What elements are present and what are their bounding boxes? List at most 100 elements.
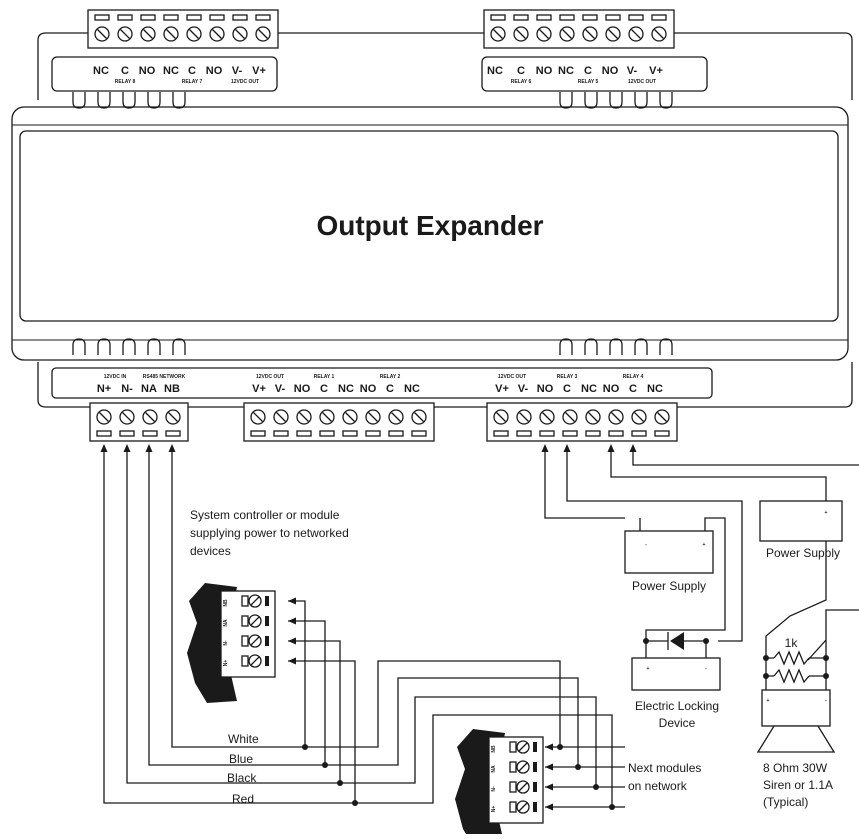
module-tab <box>242 656 248 666</box>
resistor-symbol <box>774 652 809 664</box>
terminal-tab <box>366 431 380 436</box>
device-title: Output Expander <box>316 210 543 241</box>
terminal-label: V- <box>627 65 638 77</box>
module-tab <box>510 742 516 752</box>
terminal-label: V- <box>232 65 243 77</box>
module-tab <box>242 636 248 646</box>
siren-body <box>762 690 830 726</box>
terminal-group-label: 12VDC OUT <box>231 79 259 85</box>
terminal-tab <box>629 15 643 20</box>
terminal-tab <box>491 15 505 20</box>
resistor-label: 1k <box>785 636 799 650</box>
terminal-tab <box>251 431 265 436</box>
arrowhead <box>124 444 131 452</box>
terminal-label: NC <box>647 383 663 395</box>
vent-slot <box>98 92 110 108</box>
electric-locking-device <box>632 658 720 690</box>
controller-label-line: System controller or module <box>190 508 340 522</box>
terminal-tab <box>517 431 531 436</box>
terminal-group-label: 12VDC OUT <box>628 79 656 85</box>
vent-slot <box>585 92 597 108</box>
terminal-label: NO <box>602 65 619 77</box>
terminal-label: NO <box>294 383 311 395</box>
module-tab <box>242 596 248 606</box>
terminal-label: V+ <box>252 383 266 395</box>
controller-feed-wire <box>288 601 305 747</box>
terminal-group-label: RELAY 6 <box>511 79 532 85</box>
terminal-tab <box>118 15 132 20</box>
terminal-tab <box>606 15 620 20</box>
module-terminal-label: N- <box>223 640 229 646</box>
terminal-group-label: RELAY 3 <box>557 374 578 380</box>
siren-minus-lead <box>766 541 826 690</box>
terminal-tab <box>95 15 109 20</box>
terminal-group-label: RS485 NETWORK <box>143 374 186 380</box>
terminal-label: C <box>563 383 571 395</box>
terminal-tab <box>97 431 111 436</box>
terminal-tab <box>514 15 528 20</box>
terminal-label: V+ <box>495 383 509 395</box>
terminal-label: NO <box>206 65 223 77</box>
module-tab <box>510 782 516 792</box>
vent-slot <box>560 92 572 108</box>
wire-label-black: Black <box>227 771 257 785</box>
terminal-label: V- <box>275 383 286 395</box>
terminal-label: NC <box>487 65 503 77</box>
module-clamp <box>533 762 537 772</box>
arrowhead <box>564 444 571 452</box>
terminal-label: C <box>320 383 328 395</box>
module-tab <box>510 762 516 772</box>
terminal-label: NC <box>404 383 420 395</box>
power-supply-2 <box>760 501 842 541</box>
module-terminal-label: N- <box>491 786 497 792</box>
module-terminal-label: N+ <box>491 806 497 813</box>
relay-1-2-terminal-block <box>244 403 434 441</box>
arrowhead <box>545 744 553 751</box>
terminal-tab <box>164 15 178 20</box>
terminal-label: NO <box>536 65 553 77</box>
arrowhead <box>545 784 553 791</box>
controller-feed-wire <box>288 661 355 803</box>
terminal-group-label: RELAY 5 <box>578 79 599 85</box>
terminal-label: C <box>386 383 394 395</box>
terminal-label: NC <box>581 383 597 395</box>
junction-dot <box>643 638 649 644</box>
vent-slot <box>660 92 672 108</box>
terminal-tab <box>143 431 157 436</box>
arrowhead <box>288 618 296 625</box>
vent-slot <box>610 92 622 108</box>
terminal-tab <box>256 15 270 20</box>
module-clamp <box>533 742 537 752</box>
module-clamp <box>533 802 537 812</box>
terminal-tab <box>537 15 551 20</box>
terminal-label: NC <box>93 65 109 77</box>
terminal-tab <box>563 431 577 436</box>
arrowhead <box>288 658 296 665</box>
module-clamp <box>533 782 537 792</box>
siren-label-line: Siren or 1.1A <box>763 778 833 792</box>
terminal-label: NC <box>338 383 354 395</box>
controller-label-line: supplying power to networked <box>190 526 349 540</box>
diode-symbol <box>670 632 684 650</box>
resistor-symbol <box>774 670 809 682</box>
power-supply-1-label: Power Supply <box>632 579 706 593</box>
external-components <box>187 501 842 834</box>
vent-slot <box>73 92 85 108</box>
relay-3-4-terminal-block <box>487 403 677 441</box>
arrowhead <box>542 444 549 452</box>
polarity-plus: + <box>703 542 706 548</box>
module-clamp <box>265 656 269 666</box>
terminal-group-label: 12VDC OUT <box>498 374 526 380</box>
terminal-tab <box>412 431 426 436</box>
terminal-tab <box>389 431 403 436</box>
module-terminal-label: NB <box>223 599 229 607</box>
terminal-tab <box>320 431 334 436</box>
terminal-label: V- <box>518 383 529 395</box>
terminal-group-label: RELAY 8 <box>115 79 136 85</box>
next-modules-label-line: Next modules <box>628 761 701 775</box>
terminal-tab <box>586 431 600 436</box>
terminal-label: C <box>517 65 525 77</box>
module-tab <box>242 616 248 626</box>
